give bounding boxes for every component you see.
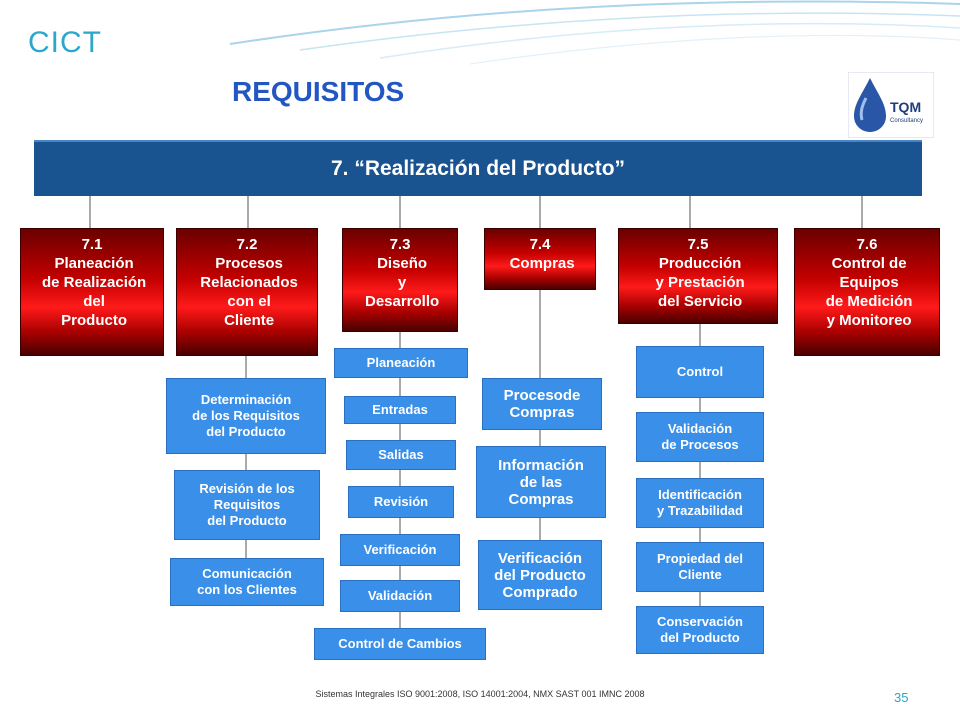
brand-label: CICT <box>28 26 102 59</box>
sub-7-4-verificacion-producto: Verificación del Producto Comprado <box>478 540 602 610</box>
sub-7-4-informacion-compras: Información de las Compras <box>476 446 606 518</box>
sub-7-5-control: Control <box>636 346 764 398</box>
section-7-6: 7.6 Control de Equipos de Medición y Mon… <box>794 228 940 356</box>
sub-7-5-validacion-procesos: Validación de Procesos <box>636 412 764 462</box>
footer-text: Sistemas Integrales ISO 9001:2008, ISO 1… <box>315 689 645 699</box>
sub-7-3-planeacion: Planeación <box>334 348 468 378</box>
sub-7-3-revision: Revisión <box>348 486 454 518</box>
sub-7-3-salidas: Salidas <box>346 440 456 470</box>
sub-7-5-conservacion: Conservación del Producto <box>636 606 764 654</box>
sub-7-3-control-cambios: Control de Cambios <box>314 628 486 660</box>
section-7-3: 7.3 Diseño y Desarrollo <box>342 228 458 332</box>
sub-7-5-identificacion: Identificación y Trazabilidad <box>636 478 764 528</box>
logo-text: TQM <box>890 99 921 115</box>
logo-subtext: Consultancy <box>890 118 923 124</box>
tqm-logo: TQM Consultancy <box>848 72 934 138</box>
sub-7-2-comunicacion: Comunicación con los Clientes <box>170 558 324 606</box>
sub-7-4-proceso-compras: Procesode Compras <box>482 378 602 430</box>
page-title: REQUISITOS <box>232 76 405 107</box>
sub-7-2-revision: Revisión de los Requisitos del Producto <box>174 470 320 540</box>
section-7-5: 7.5 Producción y Prestación del Servicio <box>618 228 778 324</box>
sub-7-5-propiedad-cliente: Propiedad del Cliente <box>636 542 764 592</box>
section-7-1: 7.1 Planeación de Realización del Produc… <box>20 228 164 356</box>
main-banner: 7. “Realización del Producto” <box>34 140 922 196</box>
section-7-2: 7.2 Procesos Relacionados con el Cliente <box>176 228 318 356</box>
sub-7-3-validacion: Validación <box>340 580 460 612</box>
sub-7-3-verificacion: Verificación <box>340 534 460 566</box>
page-number: 35 <box>894 690 909 705</box>
sub-7-2-determinacion: Determinación de los Requisitos del Prod… <box>166 378 326 454</box>
section-7-4: 7.4 Compras <box>484 228 596 290</box>
sub-7-3-entradas: Entradas <box>344 396 456 424</box>
decorative-swoosh <box>229 0 960 65</box>
